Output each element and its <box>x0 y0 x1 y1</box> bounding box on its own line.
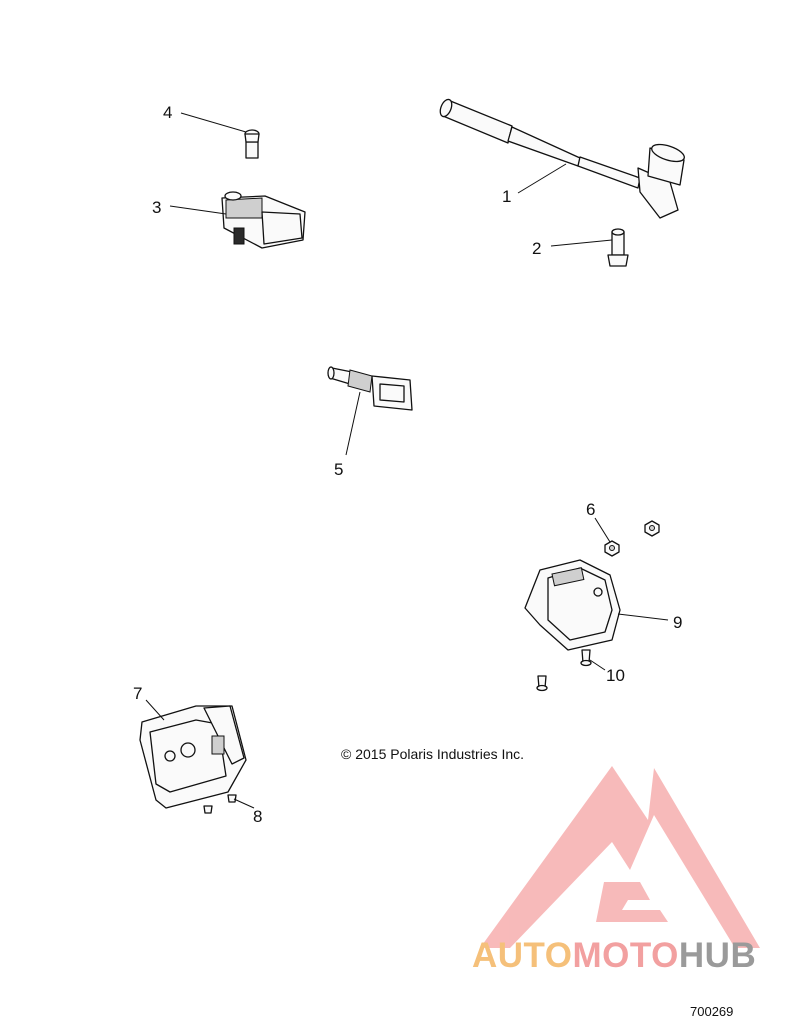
callout-2: 2 <box>532 239 541 258</box>
part-5-temp-sensor <box>327 366 413 411</box>
copyright-text: © 2015 Polaris Industries Inc. <box>341 746 525 762</box>
watermark-text: AUTOMOTOHUB <box>472 936 794 976</box>
leader-lines <box>145 112 669 809</box>
watermark-part-moto: MOTO <box>572 936 679 975</box>
callout-9: 9 <box>673 613 682 632</box>
callout-10: 10 <box>606 666 625 685</box>
part-7-ecu <box>139 705 247 809</box>
callout-5: 5 <box>334 460 343 479</box>
part-1-crank-sensor <box>439 98 685 219</box>
part-2-screw <box>607 228 629 267</box>
callout-3: 3 <box>152 198 161 217</box>
part-3-map-sensor <box>221 191 306 249</box>
diagram-id: 700269 <box>690 1004 734 1019</box>
triangle-logo-icon <box>480 766 760 948</box>
part-10-screws <box>536 649 592 692</box>
callout-4: 4 <box>163 103 172 122</box>
callout-1: 1 <box>502 187 511 206</box>
part-8-screws <box>203 794 237 814</box>
callout-6: 6 <box>586 500 595 519</box>
part-4-bolt <box>244 129 260 159</box>
watermark-part-auto: AUTO <box>472 936 573 975</box>
callout-7: 7 <box>133 684 142 703</box>
part-6-nuts <box>604 520 660 557</box>
callout-8: 8 <box>253 807 262 826</box>
part-9-bracket <box>524 559 621 651</box>
watermark-part-hub: HUB <box>678 936 757 975</box>
